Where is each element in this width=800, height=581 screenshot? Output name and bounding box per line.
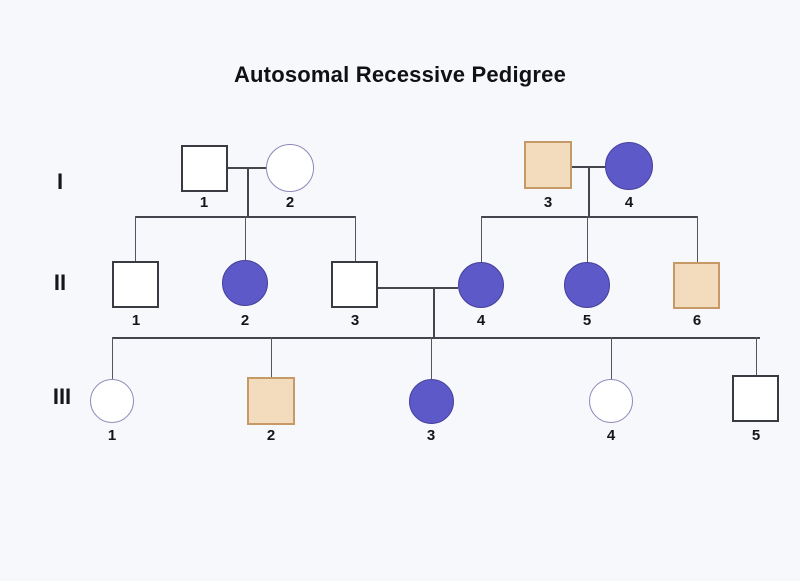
individual-id-label-ii-1: 1 [131,312,141,329]
drop-II1 [135,216,137,261]
generation-label-i: I [56,169,64,194]
individual-iii-3-female-affected[interactable] [409,379,454,424]
individual-id-label-i-4: 4 [624,194,634,211]
drop-II3 [355,216,357,261]
drop-III1 [112,337,114,379]
individual-id-label-iii-4: 4 [606,427,616,444]
drop-II4 [481,216,483,262]
individual-ii-4-female-affected[interactable] [458,262,504,308]
drop-III5 [756,337,758,375]
individual-id-label-i-3: 3 [543,194,553,211]
individual-ii-6-male-carrier[interactable] [673,262,720,309]
drop-III2 [271,337,273,377]
individual-id-label-iii-3: 3 [426,427,436,444]
individual-i-4-female-affected[interactable] [605,142,653,190]
individual-iii-2-male-carrier[interactable] [247,377,295,425]
individual-ii-5-female-affected[interactable] [564,262,610,308]
page-title: Autosomal Recessive Pedigree [233,62,567,87]
sibship-gen2-right [481,216,698,218]
individual-id-label-iii-2: 2 [266,427,276,444]
individual-i-3-male-carrier[interactable] [524,141,572,189]
drop-III3 [431,337,433,379]
individual-id-label-ii-3: 3 [350,312,360,329]
individual-id-label-iii-1: 1 [107,427,117,444]
descent-couple-I3I4 [588,166,590,216]
individual-ii-1-male-unaffected[interactable] [112,261,159,308]
descent-couple-I1I2 [247,167,249,216]
individual-id-label-iii-5: 5 [751,427,761,444]
generation-label-ii: II [53,270,67,295]
drop-III4 [611,337,613,379]
generation-label-iii: III [52,384,72,409]
individual-id-label-ii-5: 5 [582,312,592,329]
sibship-gen3 [112,337,760,339]
descent-couple-II3II4 [433,287,435,337]
drop-II6 [697,216,699,262]
individual-iii-5-male-unaffected[interactable] [732,375,779,422]
individual-i-2-female-unaffected[interactable] [266,144,314,192]
individual-id-label-ii-4: 4 [476,312,486,329]
mating-II3-II4 [378,287,458,289]
individual-ii-3-male-unaffected[interactable] [331,261,378,308]
individual-iii-4-female-unaffected[interactable] [589,379,633,423]
individual-id-label-ii-2: 2 [240,312,250,329]
individual-iii-1-female-unaffected[interactable] [90,379,134,423]
individual-ii-2-female-affected[interactable] [222,260,268,306]
individual-id-label-i-1: 1 [199,194,209,211]
drop-II5 [587,216,589,262]
drop-II2 [245,216,247,260]
individual-id-label-ii-6: 6 [692,312,702,329]
individual-id-label-i-2: 2 [285,194,295,211]
individual-i-1-male-unaffected[interactable] [181,145,228,192]
